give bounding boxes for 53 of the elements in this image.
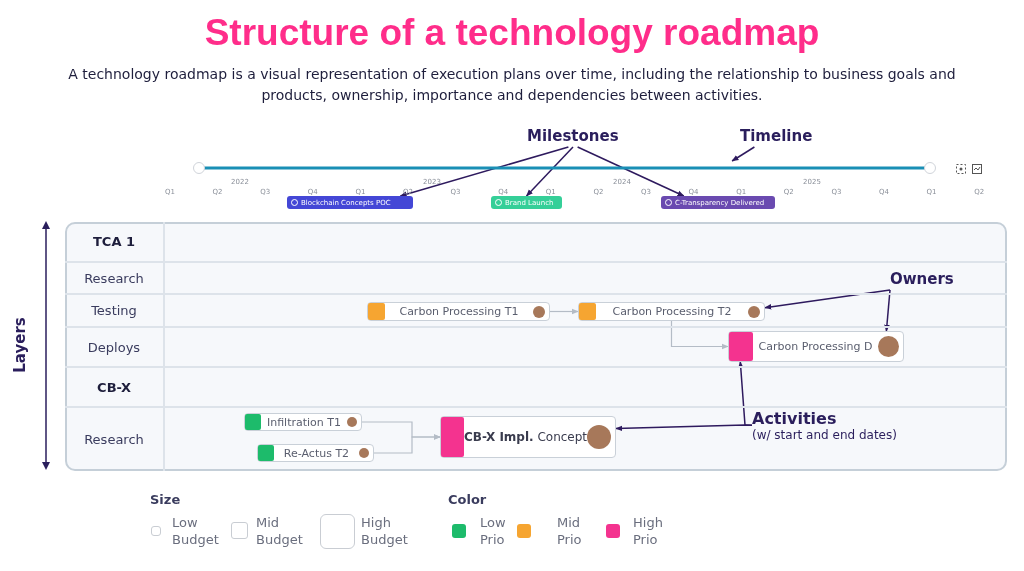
- callout-label: Activities: [752, 409, 838, 428]
- leader-line: [731, 146, 756, 162]
- layer-name: Deploys: [65, 328, 165, 366]
- layer-row: [65, 295, 1007, 328]
- legend-text: High Prio: [633, 514, 664, 548]
- layer-name: Research: [65, 263, 165, 293]
- activity-card: [257, 444, 374, 462]
- dependency-arrow: [549, 308, 579, 315]
- legend-heading: Size: [150, 492, 181, 507]
- layer-row: [65, 328, 1007, 368]
- activity-title: Carbon Processing T1: [398, 305, 520, 318]
- milestone-badge: [661, 196, 775, 209]
- dependency-arrow: [373, 434, 441, 454]
- activity-title: Carbon Processing D: [757, 340, 874, 353]
- layer-name: Testing: [65, 295, 165, 326]
- layer-name: TCA 1: [65, 222, 165, 261]
- leader-line: [525, 146, 574, 197]
- legend-text: High Budget: [361, 514, 409, 548]
- activity-card: [367, 302, 550, 321]
- milestone-badge: [287, 196, 413, 209]
- dependency-arrow: [670, 320, 729, 350]
- callout-label: Owners: [890, 270, 956, 290]
- layer-row: [65, 263, 1007, 295]
- legend-text: Mid Budget: [256, 514, 304, 548]
- leader-line: [576, 146, 685, 197]
- activity-card: [728, 331, 904, 362]
- legend-text: Mid Prio: [557, 514, 583, 548]
- description-text: A technology roadmap is a visual representation of execution plans over time, including the relationship to business goals and products, ownership, importance and dependencies between activities.: [67, 65, 957, 105]
- activity-card: [244, 413, 362, 431]
- axis-title: Layers: [10, 317, 29, 373]
- legend-text: Low Budget: [172, 514, 220, 548]
- leader-line: [884, 289, 891, 332]
- legend-heading: Color: [448, 492, 487, 507]
- timeline-bar: [192, 161, 937, 175]
- leader-line: [764, 289, 891, 310]
- page-title: Structure of a technology roadmap: [203, 12, 821, 54]
- callout-label: Timeline: [740, 127, 812, 147]
- layer-name: CB-X: [65, 368, 165, 406]
- activity-card: [578, 302, 765, 321]
- layer-row: [65, 368, 1007, 408]
- activity-title: Infiltration T1: [265, 415, 343, 429]
- leader-line: [399, 146, 570, 197]
- activity-card: [440, 416, 616, 458]
- activity-title: Re-Actus T2: [282, 446, 351, 460]
- legend-text: Low Prio: [480, 514, 507, 548]
- layer-name: Research: [65, 408, 165, 471]
- callout-note: (w/ start and end dates): [752, 428, 898, 442]
- callout-label: Milestones: [527, 127, 619, 147]
- activity-title: Carbon Processing T2: [611, 305, 733, 318]
- milestone-badge: [491, 196, 562, 209]
- activity-title: CB-X Impl. Concept: [464, 430, 588, 444]
- leader-line: [615, 424, 753, 432]
- layer-row: [65, 222, 1007, 263]
